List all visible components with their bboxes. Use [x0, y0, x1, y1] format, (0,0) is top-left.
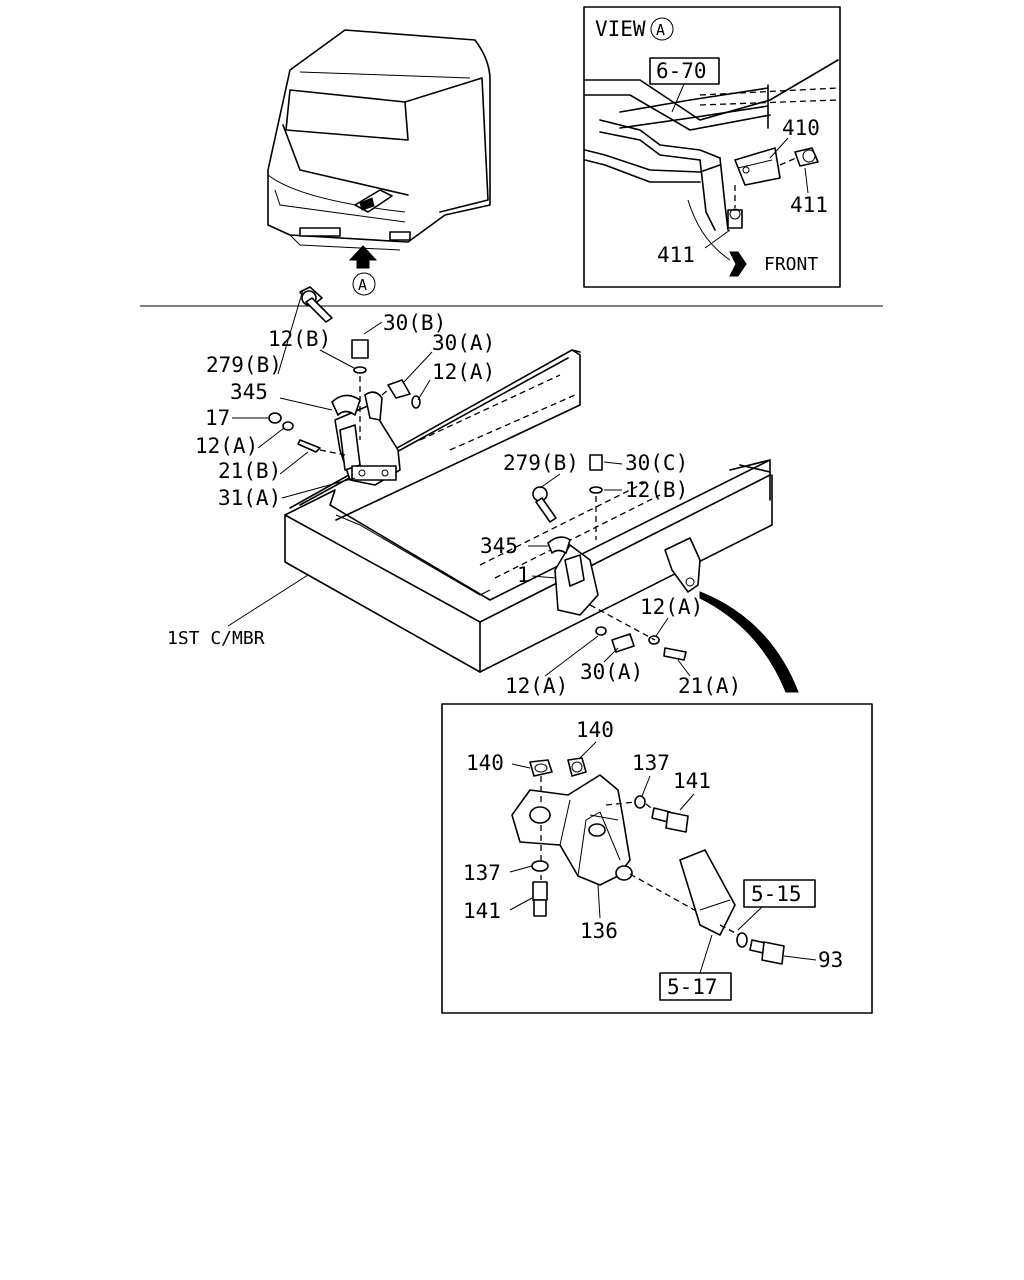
callout-12A-right: 12(A) [640, 595, 703, 619]
ref-box-6-70: 6-70 [656, 59, 707, 83]
callout-93: 93 [818, 948, 843, 972]
callout-140-left: 140 [466, 751, 504, 775]
front-arrow-icon [729, 251, 747, 277]
callout-12A-top: 12(A) [432, 360, 495, 384]
view-a-panel: VIEW A 6-70 410 411 41 [583, 6, 841, 288]
callout-137-left: 137 [463, 861, 501, 885]
cab-view-marker: A [358, 276, 367, 294]
callout-410: 410 [782, 116, 820, 140]
ref-box-5-17: 5-17 [667, 975, 718, 999]
cab-illustration: A [267, 29, 491, 296]
callout-12B-left: 12(B) [268, 327, 331, 351]
ref-box-5-15: 5-15 [751, 882, 802, 906]
callout-12A-bottom: 12(A) [505, 674, 568, 698]
detail-panel: 140 140 137 141 137 141 136 93 5-15 5-17 [441, 703, 873, 1014]
view-a-title: VIEW [595, 17, 646, 41]
callout-137-right: 137 [632, 751, 670, 775]
view-arrow [348, 245, 378, 269]
callout-345-left: 345 [230, 380, 268, 404]
frame-assembly: 30(B) 12(B) 30(A) 279(B) 12(A) 345 17 12… [167, 286, 799, 698]
callout-141-left: 141 [463, 899, 501, 923]
callout-31A: 31(A) [218, 486, 281, 510]
detail-pointer [699, 591, 799, 693]
callout-411-lower: 411 [657, 243, 695, 267]
callout-279B-left: 279(B) [206, 353, 282, 377]
callout-1: 1 [517, 563, 530, 587]
callout-30B: 30(B) [383, 311, 446, 335]
front-label: FRONT [764, 254, 818, 275]
callout-141-right: 141 [673, 769, 711, 793]
callout-12B-right: 12(B) [625, 478, 688, 502]
callout-136: 136 [580, 919, 618, 943]
callout-279B-right: 279(B) [503, 451, 579, 475]
callout-12A-left: 12(A) [195, 434, 258, 458]
callout-411-right: 411 [790, 193, 828, 217]
view-a-marker: A [656, 21, 665, 39]
callout-21A: 21(A) [678, 674, 741, 698]
callout-21B: 21(B) [218, 459, 281, 483]
callout-345-right: 345 [480, 534, 518, 558]
callout-140-top: 140 [576, 718, 614, 742]
frame-label: 1ST C/MBR [167, 628, 265, 649]
callout-30A-top: 30(A) [432, 331, 495, 355]
callout-17: 17 [205, 406, 230, 430]
callout-30A-bottom: 30(A) [580, 660, 643, 684]
callout-30C: 30(C) [625, 451, 688, 475]
